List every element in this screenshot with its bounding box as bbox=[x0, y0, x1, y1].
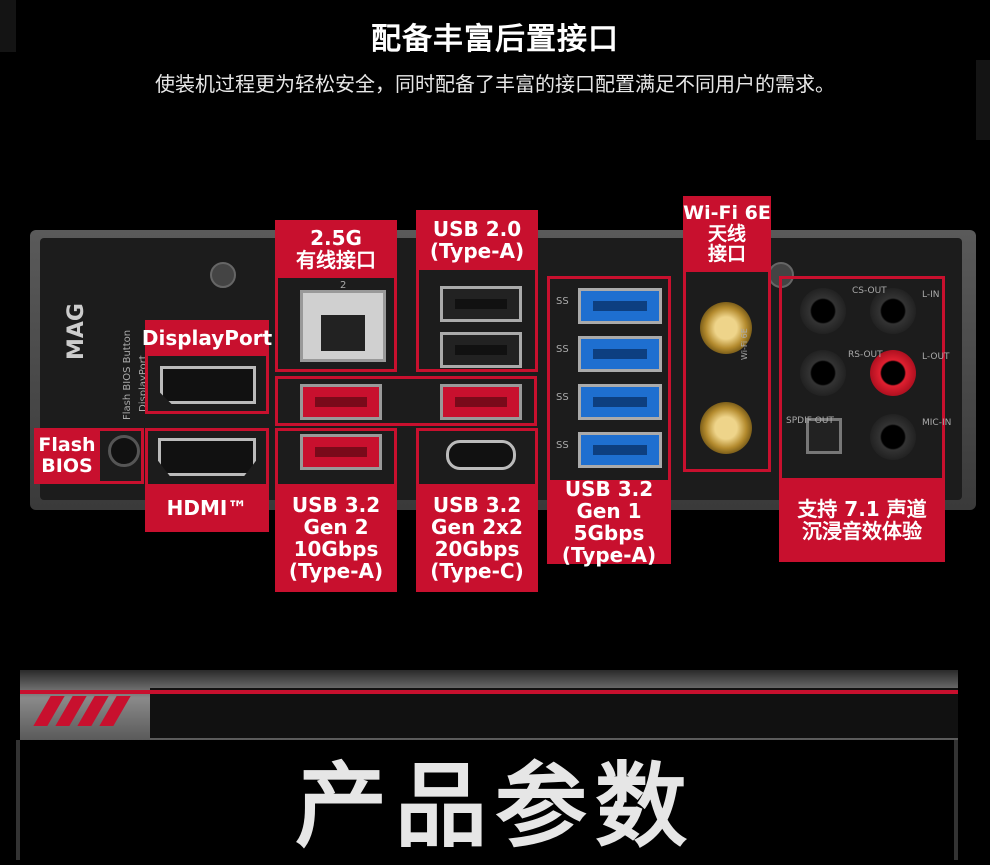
ss-logo-icon: SS bbox=[556, 440, 569, 451]
audio-tiny-l-out: L-OUT bbox=[922, 352, 950, 362]
audio-tiny-spdif: SPDIF OUT bbox=[786, 416, 834, 426]
ss-logo-icon: SS bbox=[556, 392, 569, 403]
audio-tiny-cs-out: CS-OUT bbox=[852, 286, 887, 296]
section-banner-dark bbox=[150, 688, 958, 738]
page-subtitle: 使装机过程更为轻松安全，同时配备了丰富的接口配置满足不同用户的需求。 bbox=[155, 72, 835, 96]
wifi-antenna-connector-1[interactable] bbox=[700, 302, 752, 354]
usb32-gen1-port-1[interactable] bbox=[578, 288, 662, 324]
usb-typec-port[interactable] bbox=[446, 440, 516, 470]
left-edge-strip bbox=[0, 0, 16, 52]
hdmi-label: HDMI™ bbox=[145, 484, 269, 532]
section-title: 产品参数 bbox=[294, 753, 695, 860]
screw-icon bbox=[210, 262, 236, 288]
usb20-port-2[interactable] bbox=[440, 332, 522, 368]
ss-logo-icon: SS bbox=[556, 344, 569, 355]
wifi-tiny-text: Wi-Fi 6E bbox=[740, 328, 749, 360]
ss-logo-icon: SS bbox=[556, 296, 569, 307]
usb32-gen2-port-3[interactable] bbox=[300, 434, 382, 470]
lan-port[interactable] bbox=[300, 290, 386, 362]
frame-left bbox=[16, 740, 20, 860]
wifi-antenna-connector-2[interactable] bbox=[700, 402, 752, 454]
usb32-gen1-port-3[interactable] bbox=[578, 384, 662, 420]
audio-jack-line-in[interactable] bbox=[870, 288, 916, 334]
mag-logo-text: MAG bbox=[64, 303, 89, 360]
usb32-gen2-port-1[interactable] bbox=[300, 384, 382, 420]
page-title: 配备丰富后置接口 bbox=[371, 22, 619, 57]
frame-right bbox=[954, 740, 958, 860]
usb20-port-1[interactable] bbox=[440, 286, 522, 322]
spdif-out-port[interactable] bbox=[806, 418, 842, 454]
usb32-gen2-row-box bbox=[275, 376, 537, 426]
lan-port-number: 2 bbox=[340, 280, 347, 291]
audio-jack-cs-out[interactable] bbox=[800, 288, 846, 334]
audio-label: 支持 7.1 声道沉浸音效体验 bbox=[779, 478, 945, 562]
audio-tiny-l-in: L-IN bbox=[922, 290, 940, 300]
usb20-label: USB 2.0(Type-A) bbox=[416, 210, 538, 270]
flash-bios-button[interactable] bbox=[108, 435, 140, 467]
right-edge-strip bbox=[976, 60, 990, 140]
audio-jack-rs-out[interactable] bbox=[800, 350, 846, 396]
hdmi-port[interactable] bbox=[158, 438, 256, 476]
audio-jack-mic-in[interactable] bbox=[870, 414, 916, 460]
displayport-port[interactable] bbox=[160, 366, 256, 404]
displayport-label: DisplayPort bbox=[142, 320, 272, 356]
usb32-gen2-port-2[interactable] bbox=[440, 384, 522, 420]
audio-jack-line-out[interactable] bbox=[870, 350, 916, 396]
audio-tiny-mic-in: MIC-IN bbox=[922, 418, 952, 428]
audio-tiny-rs-out: RS-OUT bbox=[848, 350, 883, 360]
flash-bios-button-text: Flash BIOS Button bbox=[122, 329, 133, 420]
section-banner-red-line bbox=[20, 690, 958, 694]
usb32-gen1-port-2[interactable] bbox=[578, 336, 662, 372]
usb32-gen1-port-4[interactable] bbox=[578, 432, 662, 468]
